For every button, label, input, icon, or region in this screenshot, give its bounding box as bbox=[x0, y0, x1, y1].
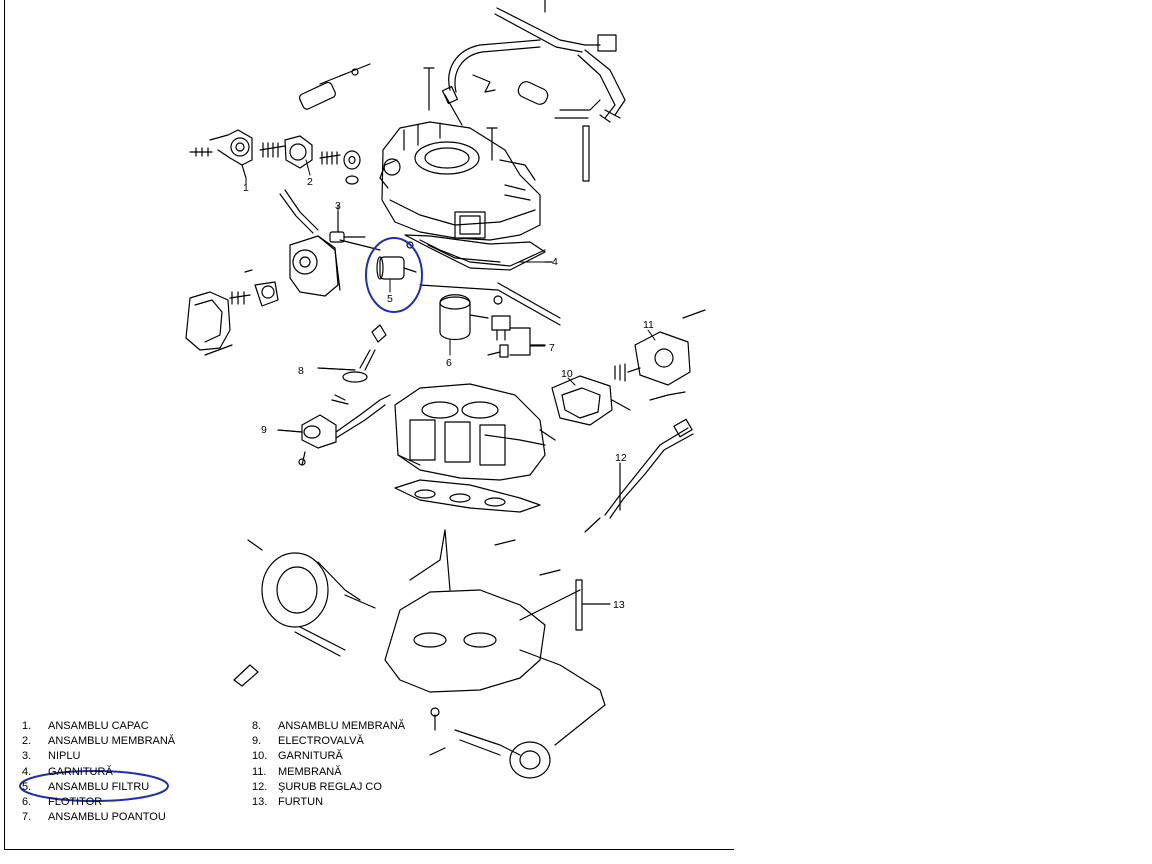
legend-item-number: 1. bbox=[22, 720, 32, 732]
callout-1: 1 bbox=[243, 182, 249, 194]
legend-item-label: ELECTROVALVĂ bbox=[278, 735, 364, 748]
callout-12: 12 bbox=[615, 452, 627, 464]
frame-bottom-border bbox=[4, 849, 734, 850]
legend-item-label: MEMBRANĂ bbox=[278, 765, 342, 778]
part-10-gasket bbox=[551, 375, 631, 426]
legend-item: 7. ANSAMBLU POANTOU bbox=[22, 810, 175, 825]
callout-11: 11 bbox=[643, 319, 654, 331]
legend-item-number: 12. bbox=[252, 780, 268, 793]
part-5-filter-assembly bbox=[376, 241, 417, 280]
part-7-needle-valve-assembly bbox=[487, 315, 546, 358]
part-11-membrane bbox=[614, 309, 706, 401]
gasket-part-4 bbox=[404, 234, 553, 271]
part-8-membrane-assembly bbox=[317, 324, 387, 405]
part-6-float bbox=[419, 282, 561, 341]
callout-4: 4 bbox=[552, 256, 558, 268]
legend-left-column: 1. ANSAMBLU CAPAC 2. ANSAMBLU MEMBRANĂ 3. N… bbox=[22, 719, 175, 825]
callout-10: 10 bbox=[561, 368, 573, 380]
part-3-nipple bbox=[329, 211, 366, 243]
middle-body bbox=[394, 383, 556, 513]
legend-right-column: 8. ANSAMBLU MEMBRANĂ 9. ELECTROVALVĂ 10. GA… bbox=[252, 719, 405, 810]
legend-item-label: FURTUN bbox=[278, 796, 324, 809]
legend-item: 6. FLOTITOR bbox=[22, 795, 175, 810]
part-9-solenoid-valve bbox=[277, 394, 391, 466]
legend-item-number: 8. bbox=[252, 720, 262, 732]
legend-item: 11. MEMBRANĂ bbox=[252, 765, 405, 780]
part-12-co-adjust-screw bbox=[584, 418, 694, 533]
legend-item-number: 11. bbox=[252, 765, 267, 778]
legend-item-label: GARNITURĂ bbox=[48, 765, 113, 778]
legend-item-label: ANSAMBLU POANTOU bbox=[48, 811, 166, 824]
legend-item-number: 5. bbox=[22, 780, 32, 793]
highlight-circle-filter bbox=[365, 237, 423, 313]
top-cover-assembly bbox=[379, 121, 546, 267]
legend-item-number: 9. bbox=[252, 735, 262, 748]
callout-3: 3 bbox=[335, 200, 341, 212]
legend-item-number: 10. bbox=[252, 750, 268, 763]
legend-item: 4. GARNITURĂ bbox=[22, 765, 175, 780]
callout-9: 9 bbox=[261, 424, 267, 436]
part-1-cover-assembly bbox=[189, 129, 253, 179]
highlight-circle-legend-item bbox=[19, 770, 169, 802]
legend-item: 5. ANSAMBLU FILTRU bbox=[22, 780, 175, 795]
upper-screws bbox=[298, 63, 498, 161]
legend-item-number: 3. bbox=[22, 750, 32, 763]
callout-8: 8 bbox=[298, 365, 304, 377]
legend-item-label: ANSAMBLU MEMBRANĂ bbox=[48, 735, 176, 748]
legend-item-label: NIPLU bbox=[48, 750, 81, 763]
legend-item: 12. ŞURUB REGLAJ CO bbox=[252, 780, 405, 795]
callout-leader-lines bbox=[245, 159, 656, 605]
legend-item: 13. FURTUN bbox=[252, 795, 405, 810]
legend-item-label: ANSAMBLU MEMBRANĂ bbox=[278, 720, 406, 732]
legend-item: 3. NIPLU bbox=[22, 749, 175, 764]
throttle-body bbox=[384, 529, 606, 746]
legend-item-label: FLOTITOR bbox=[48, 796, 103, 809]
legend-item-number: 13. bbox=[252, 796, 268, 809]
part-13-hose bbox=[575, 579, 611, 631]
legend-item-label: ŞURUB REGLAJ CO bbox=[278, 780, 382, 793]
legend-item-number: 6. bbox=[22, 796, 32, 809]
vacuum-diaphragm bbox=[247, 539, 376, 657]
direction-arrow-icon bbox=[233, 664, 259, 687]
legend-item: 1. ANSAMBLU CAPAC bbox=[22, 719, 175, 734]
top-hose-assembly bbox=[448, 0, 626, 182]
legend-item-label: GARNITURĂ bbox=[278, 750, 343, 763]
callout-5: 5 bbox=[387, 293, 393, 305]
bottom-linkage bbox=[429, 707, 551, 779]
membrane-housing-left bbox=[185, 235, 341, 356]
callout-2: 2 bbox=[307, 176, 313, 188]
legend-item-number: 7. bbox=[22, 811, 32, 824]
legend-item-number: 2. bbox=[22, 735, 32, 748]
legend-item-label: ANSAMBLU CAPAC bbox=[48, 720, 149, 732]
legend-item: 10. GARNITURĂ bbox=[252, 749, 405, 764]
legend-item: 2. ANSAMBLU MEMBRANĂ bbox=[22, 734, 175, 749]
legend-item: 9. ELECTROVALVĂ bbox=[252, 734, 405, 749]
part-2-membrane-assembly bbox=[259, 135, 361, 185]
callout-7: 7 bbox=[549, 342, 555, 354]
legend-item: 8. ANSAMBLU MEMBRANĂ bbox=[252, 719, 405, 734]
frame-left-border bbox=[4, 0, 5, 850]
callout-6: 6 bbox=[446, 357, 452, 369]
callout-13: 13 bbox=[613, 599, 625, 611]
legend-item-number: 4. bbox=[22, 765, 32, 778]
legend-item-label: ANSAMBLU FILTRU bbox=[48, 780, 150, 793]
